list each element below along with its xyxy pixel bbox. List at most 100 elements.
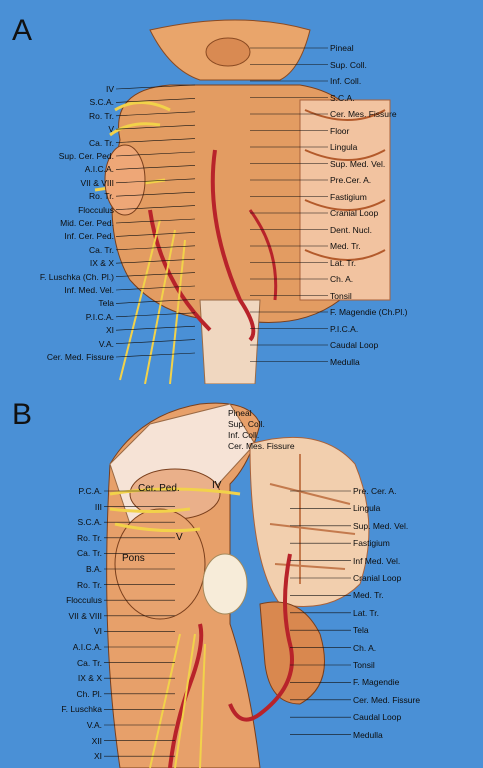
label: V.A. xyxy=(86,720,102,730)
label: F. Luschka xyxy=(61,704,102,715)
inner-label: V xyxy=(176,532,183,543)
label: Fastigium xyxy=(330,191,367,202)
panel-a-illustration xyxy=(94,19,391,384)
label: Cer. Med. Fissure xyxy=(353,694,421,705)
leader-line xyxy=(115,98,196,103)
inner-label: IV xyxy=(212,480,222,491)
leader-line xyxy=(115,245,196,251)
label: Inf. Med. Vel. xyxy=(64,285,114,295)
inner-label: Cer. Ped. xyxy=(138,483,180,494)
label: Sup. Coll. xyxy=(330,59,367,70)
label: A.I.C.A. xyxy=(84,164,114,175)
leader-line xyxy=(115,191,196,197)
label: Medulla xyxy=(330,356,360,367)
label: Cer. Med. Fissure xyxy=(46,352,114,362)
label: Tonsil xyxy=(330,290,352,301)
label: Cer. Mes. Fissure xyxy=(228,441,295,451)
leader-line xyxy=(115,352,196,358)
label: F. Magendie xyxy=(353,677,400,688)
label: P.I.C.A. xyxy=(2,767,102,768)
label: Lat. Tr. xyxy=(330,257,356,268)
leader-line xyxy=(115,205,196,210)
label: Dent. Nucl. xyxy=(330,224,373,235)
label: Inf. Coll. xyxy=(228,430,260,440)
label: Pre.Cer. A. xyxy=(330,175,372,185)
panel-b-illustration xyxy=(104,402,370,768)
label: Tonsil xyxy=(353,660,375,670)
label: Lingula xyxy=(330,142,358,152)
label: F. Luschka (Ch. Pl.) xyxy=(39,271,114,282)
label: Sup. Med. Vel. xyxy=(353,520,409,531)
label: Cer. Mes. Fissure xyxy=(330,109,397,119)
label: Fastigium xyxy=(353,538,390,549)
panel-b-letter: B xyxy=(12,398,33,431)
label: Cranial Loop xyxy=(353,573,402,583)
label: Tela xyxy=(353,625,369,636)
leader-line xyxy=(115,339,196,344)
label: IV xyxy=(105,84,114,94)
label: Ca. Tr. xyxy=(76,548,102,559)
label: Ro. Tr. xyxy=(88,110,114,121)
label: Ca. Tr. xyxy=(76,657,102,668)
label: Ro. Tr. xyxy=(76,579,102,590)
label: F. Magendie (Ch.Pl.) xyxy=(330,307,408,317)
label: S.C.A. xyxy=(77,517,102,528)
label: Tela xyxy=(98,298,114,309)
label: Mid. Cer. Ped. xyxy=(60,218,114,228)
panel-a-letter: A xyxy=(12,14,33,47)
label: Caudal Loop xyxy=(353,712,402,723)
label: IX & X xyxy=(89,258,114,269)
leader-line xyxy=(115,312,196,318)
leader-line xyxy=(115,178,196,184)
label: Med. Tr. xyxy=(330,241,361,251)
label: Flocculus xyxy=(66,595,102,606)
leader-line xyxy=(115,299,196,304)
leader-line xyxy=(115,325,196,331)
label: Inf. Cer. Ped. xyxy=(64,231,114,242)
label: P.I.C.A. xyxy=(330,323,359,334)
label: Sup. Med. Vel. xyxy=(330,158,386,169)
label: XI xyxy=(105,325,114,336)
leader-line xyxy=(115,232,196,237)
label: B.A. xyxy=(85,564,102,574)
label: Lingula xyxy=(353,503,381,514)
label: III xyxy=(94,501,102,512)
leader-line xyxy=(115,258,196,264)
label: VII & VIII xyxy=(80,177,114,188)
label: Ca. Tr. xyxy=(88,137,114,148)
label: Medulla xyxy=(353,729,383,740)
leader-line xyxy=(115,84,196,90)
leader-line xyxy=(115,285,196,291)
label: XI xyxy=(93,751,102,762)
label: Ro. Tr. xyxy=(76,532,102,543)
label: Pre. Cer. A. xyxy=(353,486,397,496)
label: S.C.A. xyxy=(89,97,114,108)
label: Ch. A. xyxy=(330,274,354,284)
leader-line xyxy=(115,165,196,170)
leader-line xyxy=(115,272,196,277)
label: S.C.A. xyxy=(330,92,355,103)
label: Lat. Tr. xyxy=(353,607,379,618)
label: Sup. Coll. xyxy=(228,419,265,429)
label: Ch. A. xyxy=(353,642,377,653)
label: V xyxy=(108,124,114,135)
label: A.I.C.A. xyxy=(72,642,102,652)
label: VII & VIII xyxy=(68,610,102,621)
label: Caudal Loop xyxy=(330,340,379,350)
label: IX & X xyxy=(77,673,102,684)
label: VI xyxy=(93,626,102,637)
label: P.I.C.A. xyxy=(85,311,114,322)
label: Flocculus xyxy=(78,204,114,215)
label: P.C.A. xyxy=(78,486,102,496)
label: Sup. Cer. Ped. xyxy=(58,151,114,161)
label: Inf Med. Vel. xyxy=(353,555,401,566)
leader-line xyxy=(115,124,196,130)
label: Floor xyxy=(330,125,350,136)
leader-line xyxy=(115,111,196,117)
label: Med. Tr. xyxy=(353,590,384,601)
inner-label: Pons xyxy=(122,553,145,564)
label: Pineal xyxy=(228,408,252,418)
label: Pineal xyxy=(330,43,354,53)
label: Ch. Pl. xyxy=(76,688,102,699)
